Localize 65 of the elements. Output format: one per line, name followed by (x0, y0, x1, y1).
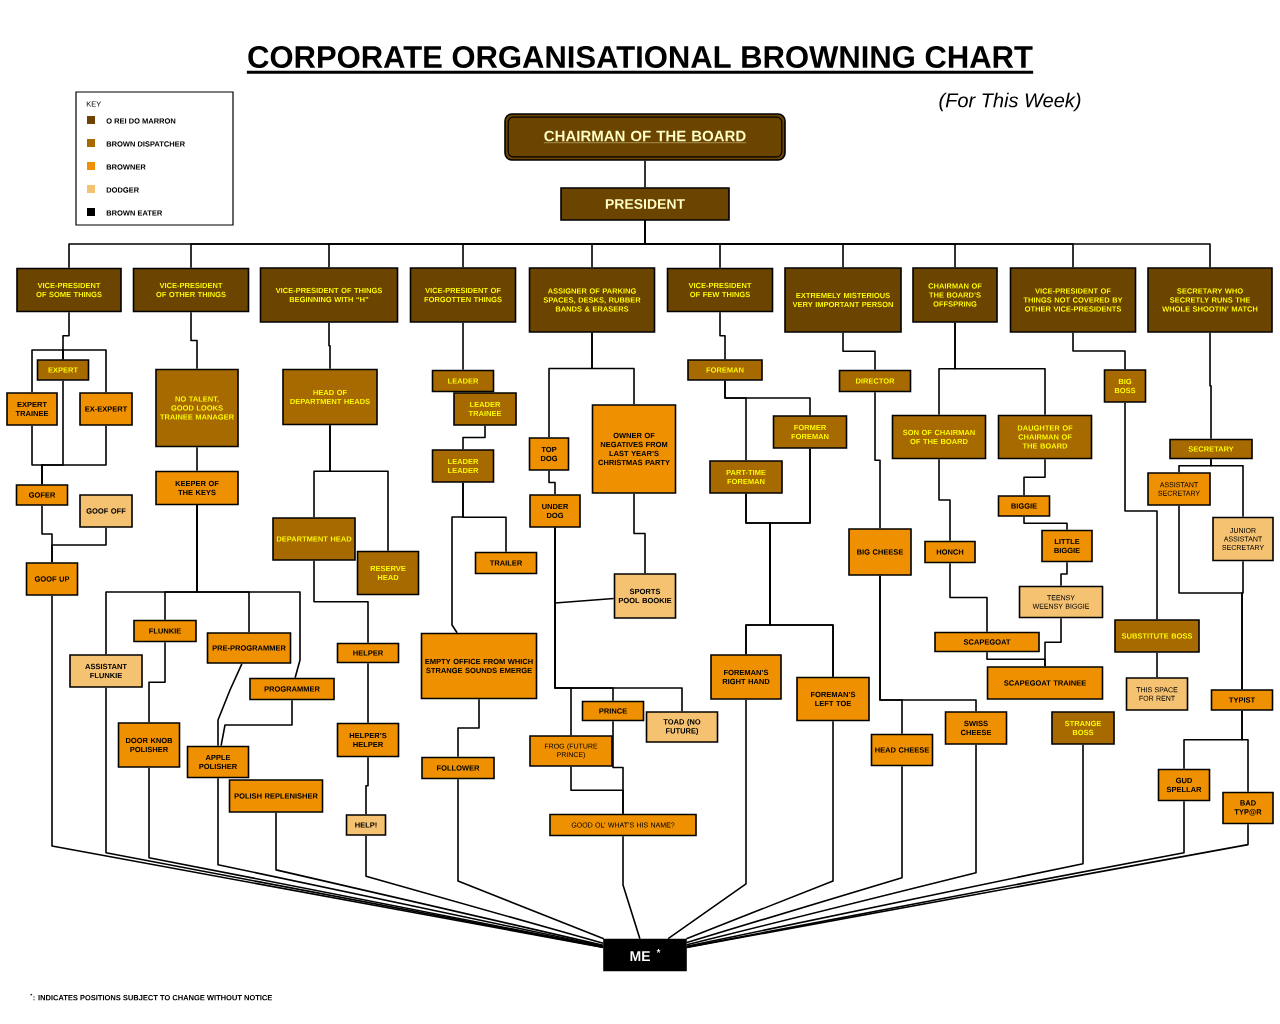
connector-line (667, 699, 747, 940)
connector-line (217, 777, 604, 947)
connector-line (1156, 652, 1158, 678)
connector-line (275, 812, 604, 947)
connector-line (874, 391, 881, 529)
connector-line (62, 349, 107, 393)
connector-line (365, 835, 604, 945)
connector-line (1072, 332, 1126, 370)
connector-line (457, 698, 480, 758)
connector-line (1124, 402, 1158, 620)
connector-line (1241, 560, 1244, 690)
connector-line (51, 595, 604, 949)
connector-line (328, 322, 331, 370)
connector-line (633, 493, 646, 574)
connector-line (954, 322, 1046, 416)
connector-line (879, 575, 977, 712)
connector-line (105, 687, 604, 948)
connector-line (724, 380, 747, 461)
connector-line (548, 470, 556, 495)
connector-line (644, 220, 1211, 268)
connector-line (1044, 617, 1062, 667)
connector-line (41, 425, 107, 485)
connector-line (686, 744, 1084, 948)
connector-line (365, 756, 369, 815)
connector-line (313, 560, 369, 644)
double-framed-box: CHAIRMAN OF THE BOARD (504, 113, 786, 161)
connector-line (1023, 516, 1068, 531)
connector-line (196, 504, 301, 679)
subtitle: (For This Week) (939, 92, 1081, 112)
connector-line (686, 823, 1249, 949)
connector-line (591, 332, 635, 405)
connector-line (148, 767, 604, 948)
connector-line (462, 425, 486, 450)
connector-line (451, 482, 464, 634)
connector-line (457, 778, 605, 940)
connector-line (1210, 458, 1244, 518)
connector-line (644, 160, 646, 188)
connector-line (217, 663, 243, 747)
connector-line (462, 322, 464, 371)
connector-line (686, 744, 977, 946)
connector-line (1060, 561, 1068, 587)
connector-line (1241, 710, 1249, 793)
position-box: PRESIDENT (560, 187, 730, 221)
connector-line (685, 720, 834, 940)
connector-line (51, 527, 107, 563)
title: CORPORATE ORGANISATIONAL BROWNING CHART (246, 46, 1034, 74)
connector-line (842, 332, 876, 371)
connector-line (686, 765, 903, 944)
connector-line (622, 835, 641, 940)
connector-line (31, 349, 64, 393)
connector-line (196, 446, 198, 472)
connector-line (938, 458, 951, 542)
connector-line (1209, 332, 1212, 440)
connector-line (190, 311, 198, 370)
connector-line (329, 424, 389, 552)
position-box: ME * (603, 938, 687, 972)
connector-line (1023, 458, 1046, 496)
connector-line (949, 562, 988, 633)
connector-line (612, 720, 624, 815)
connector-line (719, 311, 726, 360)
connector-line (367, 662, 369, 724)
connector-line (148, 641, 166, 723)
connector-line (554, 527, 683, 712)
connector-line (745, 493, 834, 678)
connector-line (220, 699, 293, 747)
